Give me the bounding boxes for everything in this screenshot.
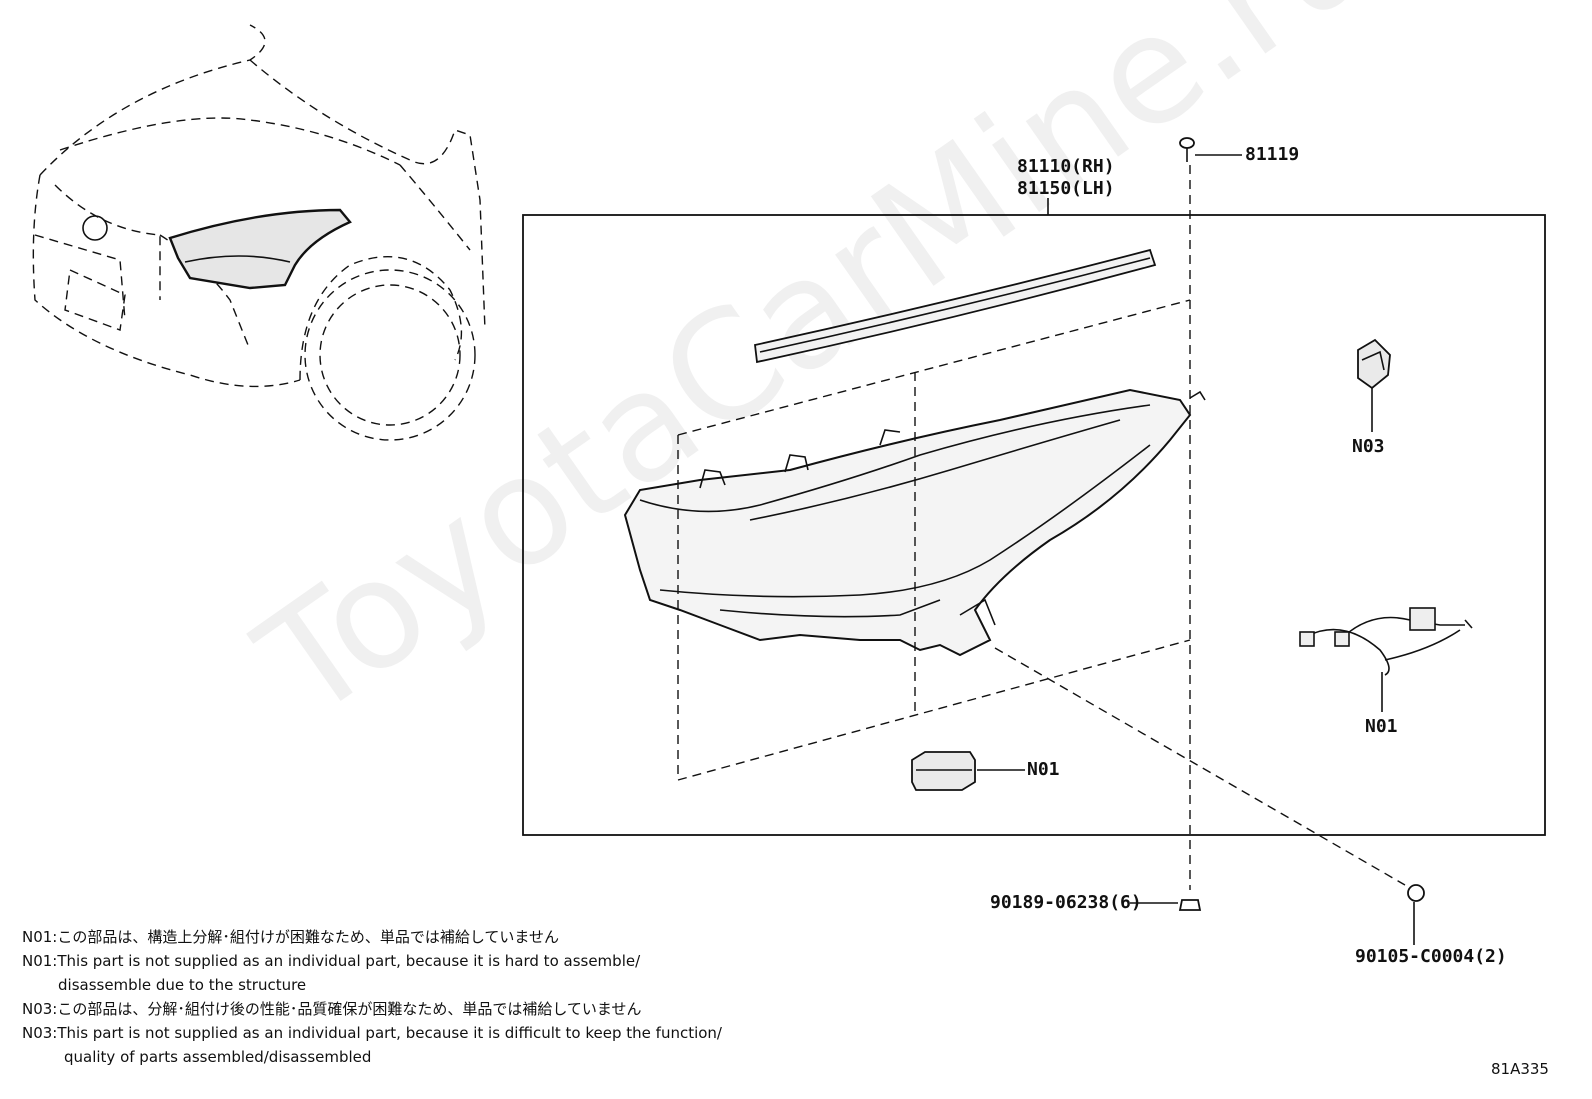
label-90189-06238: 90189-06238(6) [990,892,1142,913]
label-90105-c0004: 90105-C0004(2) [1355,946,1507,967]
note-n01-jp: N01:この部品は、構造上分解･組付けが困難なため、単品では補給していません [22,928,559,946]
screw-90105-drawing [994,647,1425,945]
clip-90189-drawing [1130,899,1202,911]
note-n03-en-line1: N03:This part is not supplied as an indi… [22,1024,722,1042]
label-n01-module: N01 [1027,759,1060,780]
n01-harness-drawing [1299,607,1473,712]
projection-lines [677,299,1191,781]
label-n03: N03 [1352,436,1385,457]
headlamp-unit-drawing [623,388,1206,657]
label-81119: 81119 [1245,144,1300,165]
note-n03-en-line2: quality of parts assembled/disassembled [64,1048,372,1066]
n01-module-drawing [911,751,1025,791]
label-81150-lh: 81150(LH) [1017,178,1115,199]
headlamp-gasket-strip [754,248,1157,364]
screw-81119-drawing [1179,137,1242,890]
assembly-frame [522,214,1546,836]
note-n01-en-line1: N01:This part is not supplied as an indi… [22,952,641,970]
label-n01-harness: N01 [1365,716,1398,737]
note-n01-en-line2: disassemble due to the structure [58,976,307,994]
vehicle-front-sketch [32,24,486,441]
n03-socket-drawing [1357,338,1391,432]
note-n03-jp: N03:この部品は、分解･組付け後の性能･品質確保が困難なため、単品では補給して… [22,1000,642,1018]
figure-code: 81A335 [1491,1060,1549,1078]
label-81110-rh: 81110(RH) [1017,156,1115,177]
